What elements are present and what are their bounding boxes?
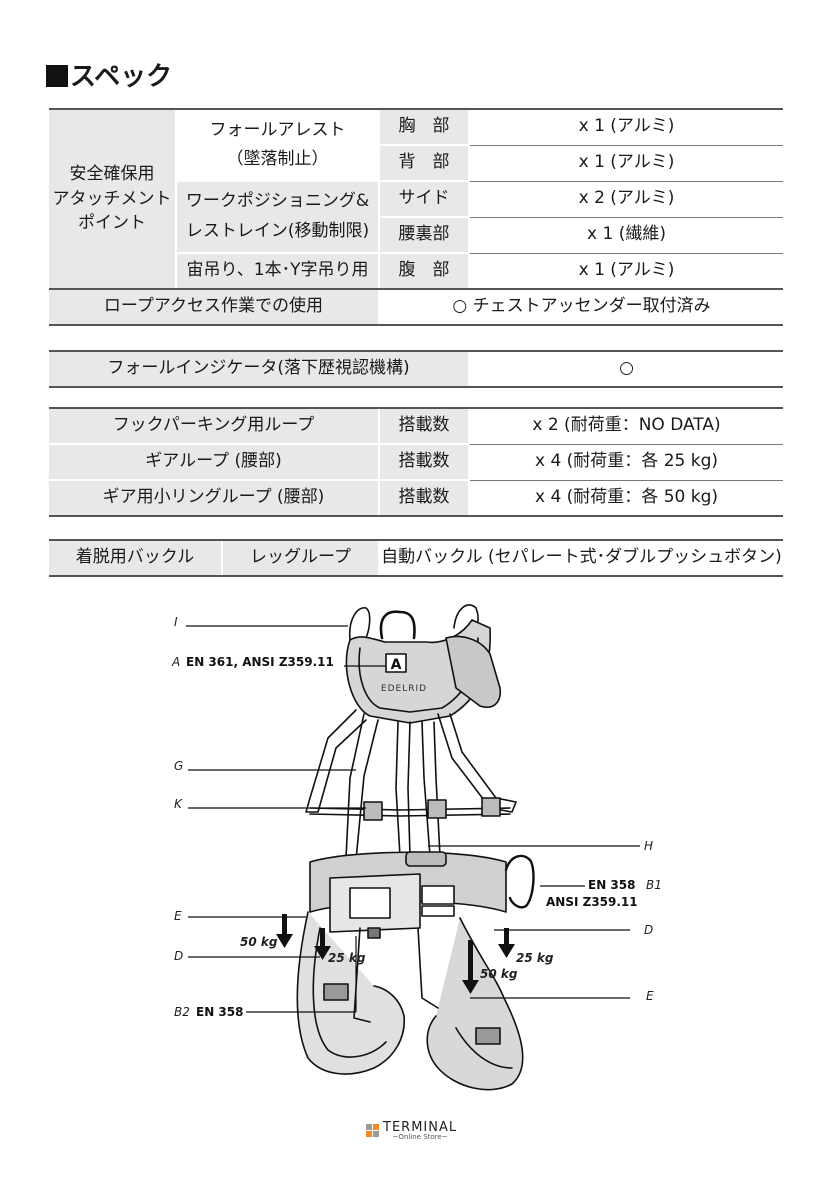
label-50kg-right: 50 kg <box>480 967 518 981</box>
label-e-left: E <box>174 909 182 923</box>
loop-count-label: 搭載数 <box>378 407 469 444</box>
label-k: K <box>174 797 183 811</box>
loop-count-label: 搭載数 <box>378 479 469 517</box>
label-i: I <box>174 615 178 629</box>
rope-access-value: ○ チェストアッセンダー取付済み <box>378 289 783 326</box>
square-icon <box>46 65 68 87</box>
fall-indicator-value: ○ <box>468 350 783 388</box>
attachment-group-label: 安全確保用 アタッチメント ポイント <box>49 108 176 290</box>
part-cell: 腰裏部 <box>378 216 469 253</box>
fall-indicator-table: フォールインジケータ(落下歴視認機構) ○ <box>49 350 783 388</box>
label-a: A <box>171 655 180 669</box>
fall-indicator-label: フォールインジケータ(落下歴視認機構) <box>49 350 469 388</box>
work-positioning-label: ワークポジショニング& レストレイン(移動制限) <box>175 180 379 253</box>
value-cell: x 1 (アルミ) <box>468 253 783 290</box>
label-50kg-left: 50 kg <box>240 935 278 949</box>
label-d-right: D <box>644 923 653 937</box>
part-cell: サイド <box>378 180 469 217</box>
loop-count-label: 搭載数 <box>378 443 469 480</box>
part-cell: 胸 部 <box>378 108 469 145</box>
footer-sub: ~Online Store~ <box>392 1133 448 1141</box>
harness-diagram: EDELRID A I A EN 361, ANSI Z359.11 G K H… <box>171 604 662 1091</box>
loop-value: x 4 (耐荷重：各 50 kg) <box>468 480 783 517</box>
loop-label: ギアループ (腰部) <box>49 443 379 480</box>
suspension-label: 宙吊り、1本･Y字吊り用 <box>175 252 379 290</box>
label-a-standard: EN 361, ANSI Z359.11 <box>186 655 334 669</box>
rope-access-label: ロープアクセス作業での使用 <box>49 289 379 326</box>
dorsal-tag: A <box>391 657 402 673</box>
footer-brand: TERMINAL <box>383 1120 458 1135</box>
label-d-left: D <box>174 949 183 963</box>
part-cell: 背 部 <box>378 144 469 181</box>
label-b1-standard: EN 358 <box>588 878 635 892</box>
label-h: H <box>644 839 653 853</box>
label-25kg-right: 25 kg <box>516 951 554 965</box>
page-title: スペック <box>46 56 172 93</box>
buckle-value: 自動バックル (セパレート式･ダブルプッシュボタン) <box>378 539 783 577</box>
buckle-table: 着脱用バックル レッグループ 自動バックル (セパレート式･ダブルプッシュボタン… <box>49 539 783 577</box>
part-cell: 腹 部 <box>378 252 469 290</box>
label-b2-standard: EN 358 <box>196 1005 243 1019</box>
value-cell: x 1 (アルミ) <box>468 108 783 146</box>
value-cell: x 2 (アルミ) <box>468 181 783 218</box>
terminal-logo-icon <box>366 1124 380 1138</box>
label-25kg-left: 25 kg <box>328 951 366 965</box>
label-b1: B1 <box>646 878 662 892</box>
attachment-table: 安全確保用 アタッチメント ポイント フォールアレスト （墜落制止） 胸 部 x… <box>49 108 783 326</box>
label-g: G <box>174 759 183 773</box>
loop-value: x 2 (耐荷重：NO DATA) <box>468 407 783 445</box>
value-cell: x 1 (アルミ) <box>468 145 783 182</box>
loop-label: フックパーキング用ループ <box>49 407 379 444</box>
buckle-sub-label: レッグループ <box>221 539 379 577</box>
loop-value: x 4 (耐荷重：各 25 kg) <box>468 444 783 481</box>
label-b2: B2 <box>174 1005 190 1019</box>
footer-logo: TERMINAL ~Online Store~ <box>366 1120 457 1142</box>
label-e-right: E <box>646 989 654 1003</box>
label-b1-standard-2: ANSI Z359.11 <box>546 895 638 909</box>
brand-text: EDELRID <box>381 684 427 694</box>
loop-label: ギア用小リングループ (腰部) <box>49 479 379 517</box>
fall-arrest-label: フォールアレスト （墜落制止） <box>175 108 379 181</box>
buckle-label: 着脱用バックル <box>49 539 222 577</box>
value-cell: x 1 (繊維) <box>468 217 783 254</box>
loops-table: フックパーキング用ループ 搭載数 x 2 (耐荷重：NO DATA) ギアループ… <box>49 407 783 517</box>
